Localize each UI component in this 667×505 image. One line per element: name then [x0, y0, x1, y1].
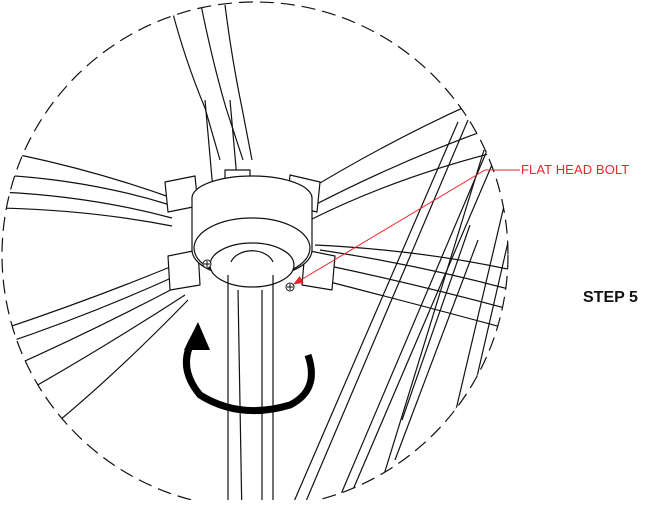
rib-right-lower	[314, 244, 508, 331]
flat-head-bolt-label: FLAT HEAD BOLT	[521, 162, 630, 177]
diagonal-rods	[285, 117, 508, 505]
pole	[227, 250, 274, 505]
detail-circle	[1, 1, 509, 505]
bolt-head-icon	[202, 259, 295, 292]
rotation-arrow-icon	[182, 332, 315, 415]
rib-right-upper	[299, 99, 508, 221]
rib-left-upper	[2, 154, 173, 227]
rotation-arrowhead	[184, 322, 210, 350]
callout-leader	[293, 169, 520, 285]
rib-left-lower	[2, 264, 189, 421]
hub	[191, 175, 313, 288]
rib-top	[171, 2, 253, 191]
step-label: STEP 5	[583, 289, 638, 306]
